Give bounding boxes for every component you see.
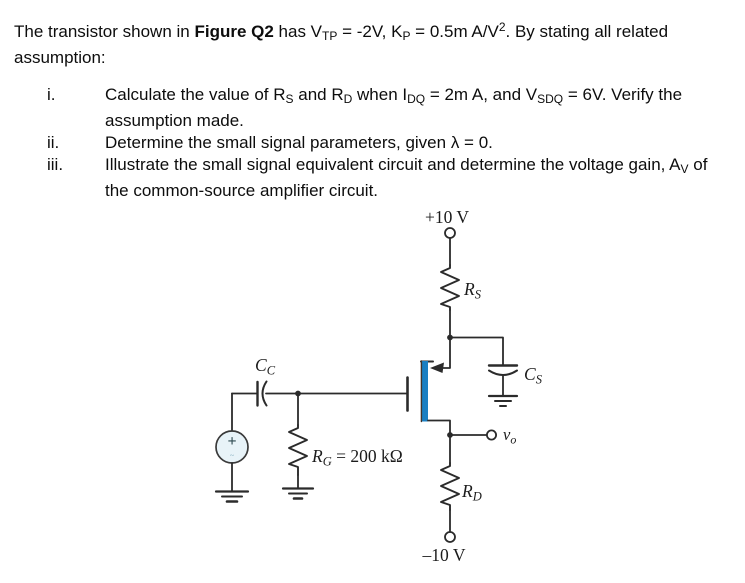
negative-supply-label: –10 V (422, 545, 466, 565)
wire (449, 336, 504, 366)
cs-capacitor-curved-plate (488, 369, 518, 376)
intro-text: The transistor shown in (14, 22, 195, 41)
figure-q2-circuit: +10 V RS CS (214, 207, 543, 565)
pmos-source-lead (442, 336, 451, 369)
vo-label: vo (503, 425, 516, 447)
subscript-idq: DQ (407, 92, 426, 106)
output-terminal (485, 429, 497, 441)
question-list: i. Calculate the value of RS and RD when… (47, 84, 737, 202)
question-intro: The transistor shown in Figure Q2 has VT… (14, 20, 669, 67)
pmos-source-arrow-icon (430, 362, 444, 373)
rg-label: RG = 200 kΩ (311, 446, 403, 469)
rg-resistor (288, 424, 308, 476)
pmos-drain-lead (427, 419, 451, 436)
rd-label: RD (461, 481, 482, 504)
rs-label: RS (463, 279, 482, 302)
superscript-squared: 2 (498, 20, 506, 34)
rd-resistor (440, 462, 460, 511)
signal-source-minus: ~ (230, 451, 235, 460)
cc-capacitor-curved-plate (261, 380, 268, 407)
list-item-i-text: Calculate the value of RS and RD when ID… (105, 85, 683, 130)
signal-source-plus: + (227, 433, 236, 450)
subscript-vtp: TP (322, 29, 338, 43)
list-marker-iii: iii. (47, 155, 64, 174)
ground-icon (487, 394, 519, 407)
list-item-iii-text: Illustrate the small signal equivalent c… (105, 155, 708, 200)
pmos-channel-bar (421, 361, 428, 422)
ground-icon (214, 490, 250, 503)
list-item-iii: iii. Illustrate the small signal equival… (47, 154, 737, 202)
negative-supply-terminal (444, 531, 456, 543)
ground-icon (281, 487, 315, 500)
list-item-ii: ii. Determine the small signal parameter… (47, 132, 737, 154)
cs-label: CS (524, 364, 543, 387)
list-marker-i: i. (47, 85, 56, 104)
subscript-av: V (680, 162, 689, 176)
list-item-i: i. Calculate the value of RS and RD when… (47, 84, 737, 132)
list-marker-ii: ii. (47, 133, 60, 152)
subscript-vsdq: SDQ (537, 92, 564, 106)
subscript-rd: D (343, 92, 353, 106)
figure-reference: Figure Q2 (194, 22, 274, 41)
cc-label: CC (255, 355, 276, 378)
positive-supply-terminal (444, 227, 456, 239)
subscript-kp: P (402, 29, 411, 43)
list-item-ii-text: Determine the small signal parameters, g… (105, 133, 493, 152)
subscript-rs: S (285, 92, 294, 106)
positive-supply-label: +10 V (425, 207, 469, 227)
rs-resistor (440, 264, 460, 311)
intro-line2: assumption: (14, 48, 106, 67)
